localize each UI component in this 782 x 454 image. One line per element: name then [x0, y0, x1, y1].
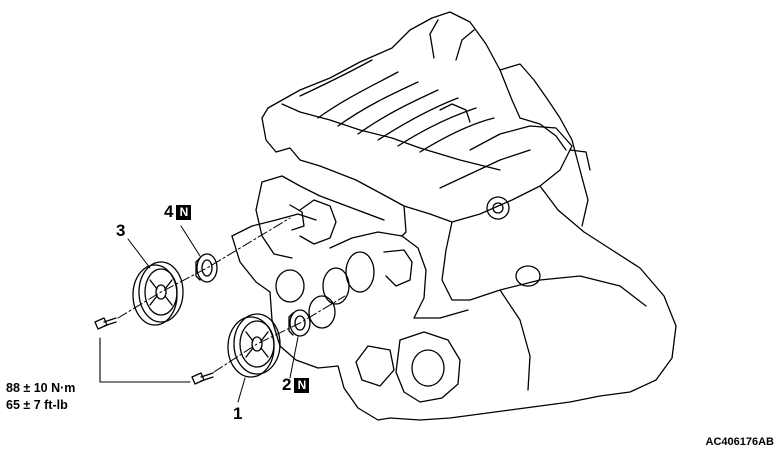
camshaft-sprocket-lower — [227, 313, 281, 378]
callout-4-number: 4 — [164, 202, 174, 221]
engine-block-outline — [231, 11, 677, 421]
oil-seal-lower — [288, 309, 311, 337]
torque-spec: 88 ± 10 N·m 65 ± 7 ft-lb — [6, 380, 75, 414]
callout-2-number: 2 — [282, 375, 292, 394]
new-part-badge: N — [176, 205, 192, 220]
torque-metric: 88 ± 10 N·m — [6, 381, 76, 395]
new-part-badge: N — [294, 378, 310, 393]
torque-bracket-line — [99, 337, 191, 383]
callout-3-number: 3 — [116, 221, 126, 240]
bolt-upper — [94, 317, 117, 330]
callout-1: 1 — [233, 405, 242, 422]
torque-imperial: 65 ± 7 ft-lb — [6, 398, 68, 412]
callout-1-number: 1 — [233, 404, 243, 423]
leader-lines — [127, 225, 299, 403]
assembly-centerlines — [117, 217, 346, 373]
bolt-lower — [191, 372, 214, 385]
camshaft-sprocket-upper — [132, 261, 184, 326]
oil-seal-upper — [195, 253, 218, 283]
figure-code: AC406176AB — [705, 436, 774, 448]
callout-3: 3 — [116, 222, 125, 239]
